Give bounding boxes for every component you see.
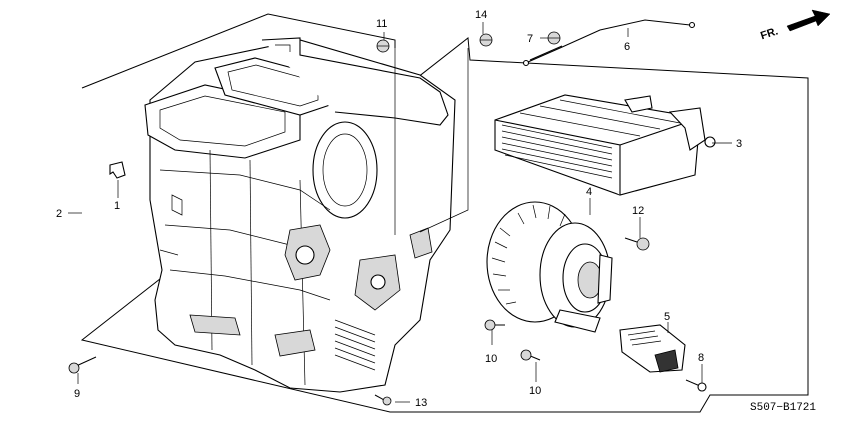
callout-14: 14 — [475, 9, 487, 21]
nut-part-14[interactable] — [479, 33, 493, 47]
clip-part-1[interactable] — [109, 161, 126, 179]
callout-4: 4 — [586, 186, 592, 198]
direction-label: FR. — [759, 25, 780, 42]
callout-9: 9 — [74, 388, 80, 400]
callout-10b: 10 — [529, 385, 541, 397]
screw-part-8[interactable] — [685, 379, 707, 392]
heater-unit-housing[interactable] — [144, 37, 456, 393]
callout-5: 5 — [664, 311, 670, 323]
front-arrow-icon — [786, 9, 831, 32]
callout-8: 8 — [698, 352, 704, 364]
screw-part-9[interactable] — [68, 356, 97, 374]
screw-part-10b[interactable] — [520, 349, 541, 361]
blower-resistor[interactable] — [619, 324, 686, 373]
front-direction-indicator: FR. — [759, 9, 831, 42]
heater-core[interactable] — [494, 94, 716, 196]
callout-1: 1 — [114, 200, 120, 212]
callout-7: 7 — [527, 33, 533, 45]
screw-part-10a[interactable] — [484, 319, 505, 331]
callout-13: 13 — [415, 397, 427, 409]
nut-part-7[interactable] — [547, 31, 561, 45]
callout-3: 3 — [736, 138, 742, 150]
screw-part-13[interactable] — [374, 394, 392, 406]
callout-11: 11 — [376, 18, 387, 30]
callout-10a: 10 — [485, 353, 497, 365]
callout-12: 12 — [632, 205, 644, 217]
assembly-outline — [80, 13, 809, 413]
blower-fan-motor[interactable] — [486, 201, 613, 333]
screw-part-12[interactable] — [624, 237, 650, 251]
control-cable[interactable] — [522, 19, 696, 67]
nut-part-11[interactable] — [376, 39, 390, 53]
callout-2: 2 — [56, 208, 62, 220]
callout-6: 6 — [624, 41, 630, 53]
reference-code: S507−B1721 — [750, 402, 816, 414]
leader-lines — [68, 22, 732, 403]
